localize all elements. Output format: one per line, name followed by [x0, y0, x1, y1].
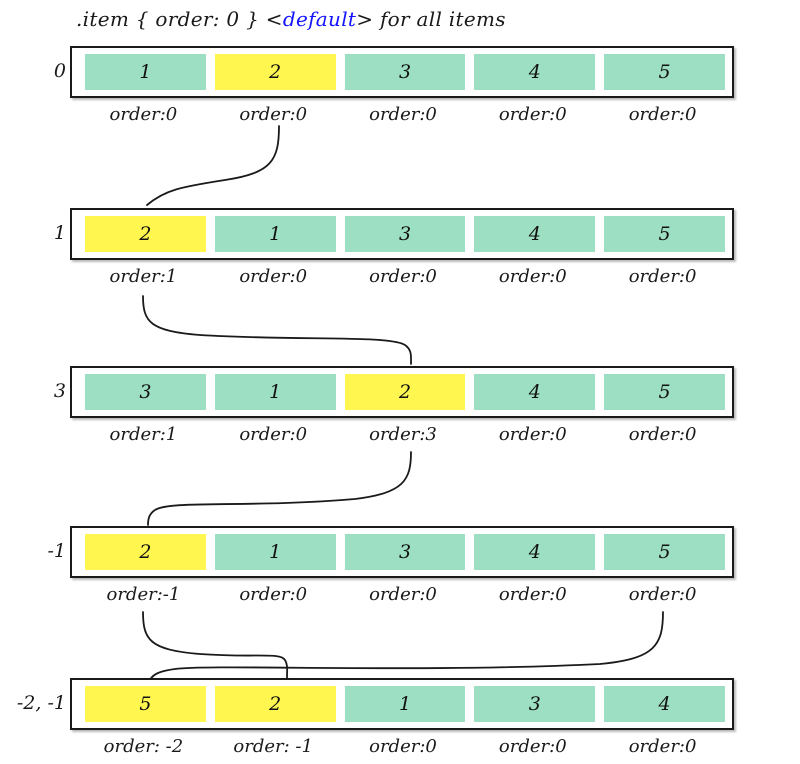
flex-item[interactable]: 1: [214, 374, 336, 410]
flex-item[interactable]: 1: [214, 216, 336, 252]
order-values: order:1 order:0 order:3 order:0 order:0: [83, 424, 723, 445]
flex-item[interactable]: 4: [474, 54, 596, 90]
flex-item[interactable]: 4: [474, 534, 596, 570]
item-order-value: order:0: [498, 266, 567, 287]
item-order-value: order:0: [239, 424, 308, 445]
item-order-value: order: -1: [233, 736, 313, 757]
item-order-value: order:0: [498, 104, 567, 125]
item-order-value: order:0: [109, 104, 178, 125]
flex-item[interactable]: 2: [85, 216, 206, 252]
title-keyword-default: default: [282, 7, 357, 31]
row4-slot1-to-row5-slot2: [142, 611, 289, 679]
flex-item[interactable]: 5: [604, 534, 725, 570]
flex-item[interactable]: 2: [85, 534, 206, 570]
item-order-value: order:-1: [106, 584, 181, 605]
row-order-label: 0: [53, 60, 66, 82]
flex-item[interactable]: 4: [474, 374, 596, 410]
row2-slot1-to-row3-item3: [142, 295, 412, 365]
flex-item[interactable]: 3: [344, 216, 466, 252]
order-values: order:0 order:0 order:0 order:0 order:0: [83, 104, 723, 125]
item-order-value: order:0: [498, 584, 567, 605]
row-order-label: -2, -1: [16, 692, 66, 714]
item-order-value: order:0: [628, 104, 697, 125]
flex-item[interactable]: 5: [604, 374, 725, 410]
flex-item[interactable]: 2: [214, 54, 336, 90]
flex-item[interactable]: 3: [344, 54, 466, 90]
item-order-value: order:0: [369, 736, 437, 757]
item-order-value: order:0: [239, 104, 308, 125]
item-order-value: order:0: [628, 584, 697, 605]
flex-item[interactable]: 3: [85, 374, 206, 410]
flex-item[interactable]: 1: [214, 534, 336, 570]
item-order-value: order:0: [369, 584, 437, 605]
item-order-value: order:0: [498, 424, 567, 445]
order-values: order: -2 order: -1 order:0 order:0 order:0: [83, 736, 723, 757]
flex-item[interactable]: 5: [85, 686, 206, 722]
title-suffix: > for all items: [356, 7, 506, 31]
row-order-label: -1: [47, 540, 66, 562]
flex-item[interactable]: 2: [214, 686, 336, 722]
item-order-value: order:0: [628, 424, 697, 445]
row4-item5-to-row5-slot1: [149, 611, 664, 681]
item-order-value: order: -2: [103, 736, 184, 757]
item-order-value: order:0: [369, 266, 437, 287]
flex-item[interactable]: 3: [474, 686, 596, 722]
item-order-value: order:1: [109, 266, 178, 287]
row3-item3-to-row4-slot1: [147, 451, 412, 526]
item-order-value: order:0: [239, 584, 308, 605]
item-order-value: order:1: [109, 424, 178, 445]
row-order-label: 1: [53, 222, 66, 244]
title-prefix: .item { order: 0 } <: [76, 7, 283, 31]
diagram-title: .item { order: 0 } <default> for all ite…: [76, 7, 506, 31]
item-order-value: order:0: [628, 266, 697, 287]
flex-item[interactable]: 4: [474, 216, 596, 252]
order-values: order:1 order:0 order:0 order:0 order:0: [83, 266, 723, 287]
row1-item2-to-row2-slot1: [146, 125, 280, 206]
item-order-value: order:0: [239, 266, 308, 287]
flex-item[interactable]: 5: [604, 216, 725, 252]
flex-item[interactable]: 1: [85, 54, 206, 90]
flex-item[interactable]: 2: [344, 374, 466, 410]
item-order-value: order:3: [369, 424, 437, 445]
flex-item[interactable]: 1: [344, 686, 466, 722]
flex-item[interactable]: 3: [344, 534, 466, 570]
row-order-label: 3: [53, 380, 66, 402]
item-order-value: order:0: [369, 104, 437, 125]
flex-item[interactable]: 4: [604, 686, 725, 722]
item-order-value: order:0: [628, 736, 697, 757]
flex-item[interactable]: 5: [604, 54, 725, 90]
order-values: order:-1 order:0 order:0 order:0 order:0: [83, 584, 723, 605]
item-order-value: order:0: [498, 736, 567, 757]
